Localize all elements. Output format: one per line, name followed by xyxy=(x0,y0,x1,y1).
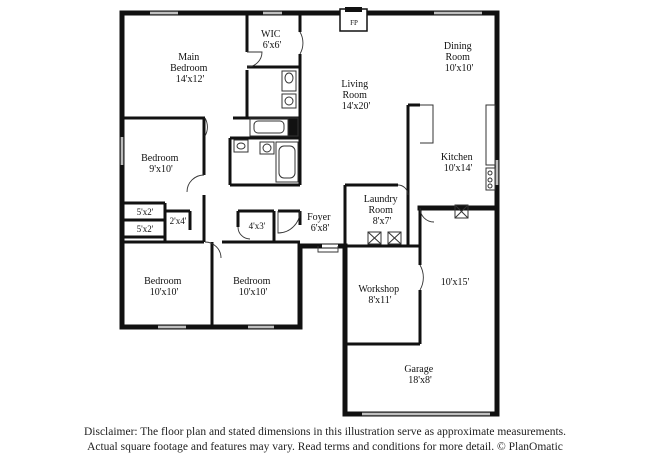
window-lines xyxy=(120,11,499,416)
closet-a-label: 5'x2' xyxy=(137,207,154,217)
doors xyxy=(186,31,435,291)
bedroom-2-label: Bedroom 10'x10' xyxy=(144,276,184,298)
workshop-label: Workshop 8'x11' xyxy=(358,284,401,306)
closet-b-label: 5'x2' xyxy=(137,224,154,234)
fireplace xyxy=(339,7,368,32)
laundry-room-label: Laundry Room 8'x7' xyxy=(364,194,400,227)
bedroom-3-label: Bedroom 10'x10' xyxy=(233,276,273,298)
disclaimer-line-2: Actual square footage and features may v… xyxy=(87,441,563,453)
main-bedroom-label: Main Bedroom 14'x12' xyxy=(170,52,210,85)
dining-room-label: Dining Room 10'x10' xyxy=(444,41,474,74)
bedroom-1-label: Bedroom 9'x10' xyxy=(141,153,181,175)
kitchen-fixtures xyxy=(367,104,496,245)
closet-d-label: 4'x3' xyxy=(249,221,266,231)
windows xyxy=(120,11,499,416)
bath-fixtures xyxy=(233,70,299,183)
disclaimer-line-1: Disclaimer: The floor plan and stated di… xyxy=(83,426,567,438)
garage-label: Garage 18'x8' xyxy=(404,364,435,386)
garage-bay-label: 10'x15' xyxy=(441,277,470,288)
kitchen-label: Kitchen 10'x14' xyxy=(441,152,475,174)
wic-label: WIC 6'x6' xyxy=(261,29,283,51)
living-room-label: Living Room 14'x20' xyxy=(341,79,370,112)
fireplace-label: FP xyxy=(350,19,358,27)
disclaimer: Disclaimer: The floor plan and stated di… xyxy=(0,425,650,455)
room-labels: Main Bedroom 14'x12' WIC 6'x6' FP Dining… xyxy=(137,19,475,386)
closet-c-label: 2'x4' xyxy=(170,216,187,226)
foyer-label: Foyer 6'x8' xyxy=(307,212,333,234)
interior-walls xyxy=(122,13,422,346)
